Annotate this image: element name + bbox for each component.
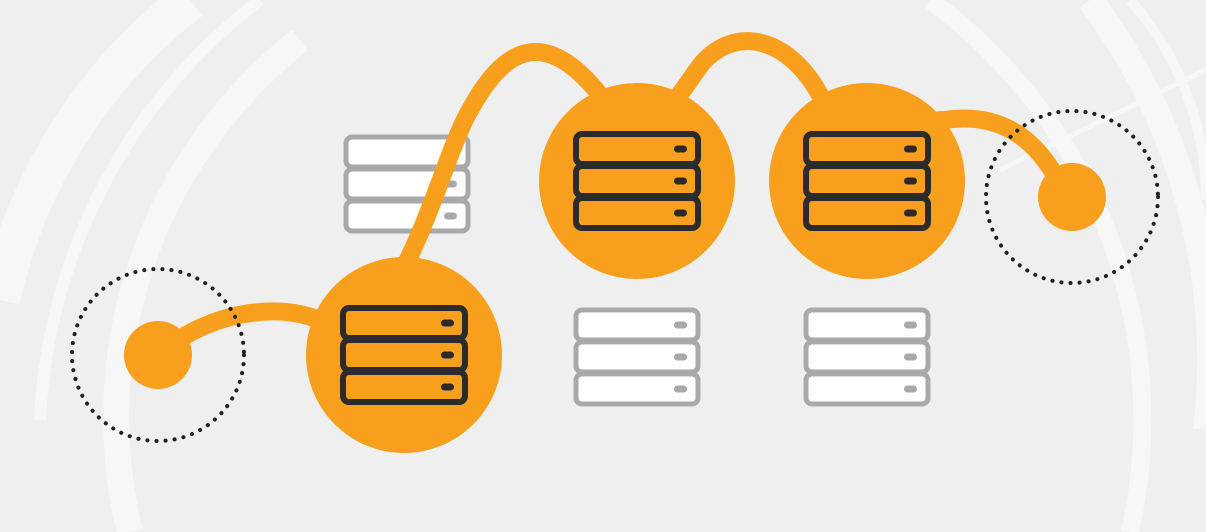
decor-arc bbox=[924, 0, 1152, 532]
server-stack-icon bbox=[803, 131, 931, 231]
server-unit bbox=[573, 371, 701, 407]
endpoint-source bbox=[70, 267, 246, 443]
inactive-servers bbox=[343, 134, 931, 407]
server-led bbox=[674, 209, 687, 217]
server-led bbox=[441, 351, 454, 359]
server-led bbox=[674, 145, 687, 153]
server-led bbox=[674, 385, 687, 393]
server-led bbox=[904, 353, 917, 361]
server-led bbox=[904, 321, 917, 329]
endpoint-destination bbox=[984, 109, 1160, 285]
server-led bbox=[904, 177, 917, 185]
server-led bbox=[441, 383, 454, 391]
server-unit bbox=[803, 371, 931, 407]
server-led bbox=[674, 177, 687, 185]
endpoint-dot bbox=[1038, 163, 1106, 231]
server-unit bbox=[573, 195, 701, 231]
decor-arc bbox=[1079, 0, 1206, 430]
inactive-server-icon bbox=[803, 307, 931, 407]
server-led bbox=[904, 145, 917, 153]
active-node bbox=[539, 83, 735, 279]
decor-arc bbox=[34, 0, 264, 421]
active-node bbox=[306, 257, 502, 453]
server-led bbox=[674, 353, 687, 361]
dotted-ring-endpoint-icon bbox=[984, 109, 1160, 285]
server-stack-icon bbox=[340, 305, 468, 405]
active-node bbox=[769, 83, 965, 279]
server-unit bbox=[803, 195, 931, 231]
decor-arc bbox=[1126, 0, 1206, 200]
server-led bbox=[674, 321, 687, 329]
inactive-server-icon bbox=[573, 307, 701, 407]
server-led bbox=[441, 319, 454, 327]
endpoint-dot bbox=[124, 321, 192, 389]
decor-arc bbox=[103, 29, 309, 532]
dotted-ring-endpoint-icon bbox=[70, 267, 246, 443]
decor-arc bbox=[0, 0, 203, 305]
server-led bbox=[904, 385, 917, 393]
server-led bbox=[904, 209, 917, 217]
active-nodes bbox=[306, 83, 965, 453]
server-stack-icon bbox=[573, 131, 701, 231]
server-unit bbox=[340, 369, 468, 405]
server-led bbox=[444, 212, 457, 220]
